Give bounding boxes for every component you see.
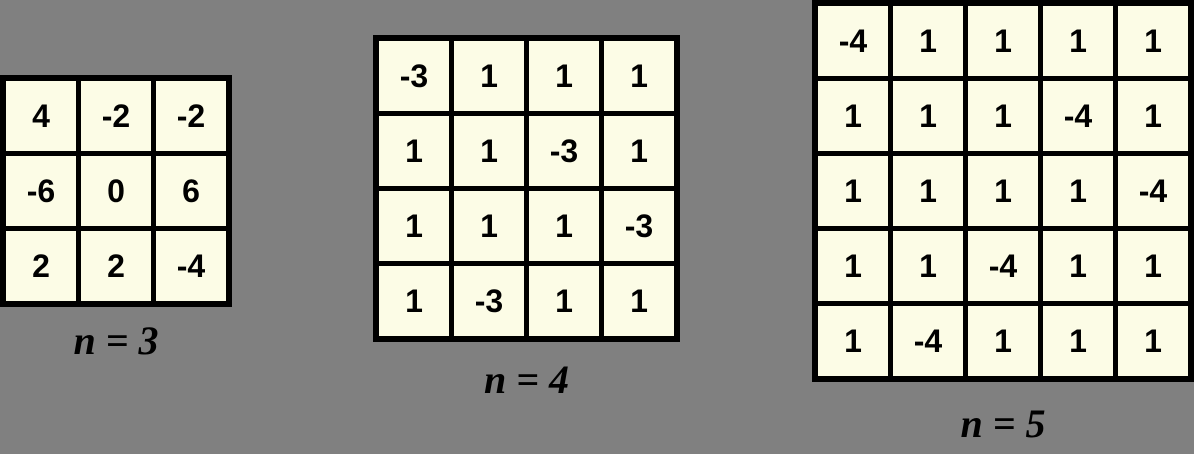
matrix-cell: -3: [529, 116, 599, 186]
matrix-cell: 1: [1043, 156, 1113, 226]
matrix-cell: -4: [818, 6, 888, 76]
matrix-cell: 1: [1118, 6, 1188, 76]
matrix-cell: 1: [454, 116, 524, 186]
matrix-cell: 1: [454, 191, 524, 261]
matrix-cell: 1: [529, 266, 599, 336]
matrix-cell: -4: [1118, 156, 1188, 226]
matrix-cell: 1: [968, 81, 1038, 151]
matrix-label-n3: n = 3: [73, 318, 159, 363]
matrix-cell: 1: [1043, 231, 1113, 301]
matrix-cell: 1: [1118, 231, 1188, 301]
matrix-cell: 1: [893, 231, 963, 301]
matrix-cell: 1: [818, 81, 888, 151]
matrix-cell: 1: [968, 306, 1038, 376]
matrix-cell: 1: [604, 116, 674, 186]
matrix-cell: -3: [379, 41, 449, 111]
matrix-cell: 1: [529, 41, 599, 111]
matrix-cell: 0: [81, 156, 151, 226]
matrix-cell: 1: [818, 156, 888, 226]
matrix-cell: 1: [818, 306, 888, 376]
matrix-cell: -2: [156, 81, 226, 151]
matrix-cell: -4: [968, 231, 1038, 301]
matrix-cell: 1: [1118, 81, 1188, 151]
matrix-cell: 1: [379, 116, 449, 186]
matrix-cell: 1: [454, 41, 524, 111]
matrix-cell: -3: [454, 266, 524, 336]
matrix-cell: -2: [81, 81, 151, 151]
matrix-cell: 4: [6, 81, 76, 151]
matrix-cell: -4: [893, 306, 963, 376]
matrix-cell: -6: [6, 156, 76, 226]
matrix-cell: 1: [529, 191, 599, 261]
matrix-cell: 1: [1043, 306, 1113, 376]
matrix-cell: 1: [968, 6, 1038, 76]
matrix-cell: -4: [1043, 81, 1113, 151]
matrix-cell: 1: [604, 266, 674, 336]
matrix-cell: 2: [6, 231, 76, 301]
matrix-cell: 1: [604, 41, 674, 111]
matrix-cell: 2: [81, 231, 151, 301]
matrix-cell: 1: [1043, 6, 1113, 76]
matrix-cell: 1: [818, 231, 888, 301]
matrix-cell: -3: [604, 191, 674, 261]
matrix-label-n5: n = 5: [960, 401, 1046, 446]
matrix-cell: 1: [379, 191, 449, 261]
matrix-label-n4: n = 4: [483, 357, 570, 402]
matrix-cell: 1: [893, 6, 963, 76]
matrix-cell: 1: [968, 156, 1038, 226]
matrix-cell: 1: [893, 156, 963, 226]
matrix-cell: 1: [379, 266, 449, 336]
matrix-cell: 1: [1118, 306, 1188, 376]
matrix-cell: 6: [156, 156, 226, 226]
matrix-cell: -4: [156, 231, 226, 301]
matrix-cell: 1: [893, 81, 963, 151]
